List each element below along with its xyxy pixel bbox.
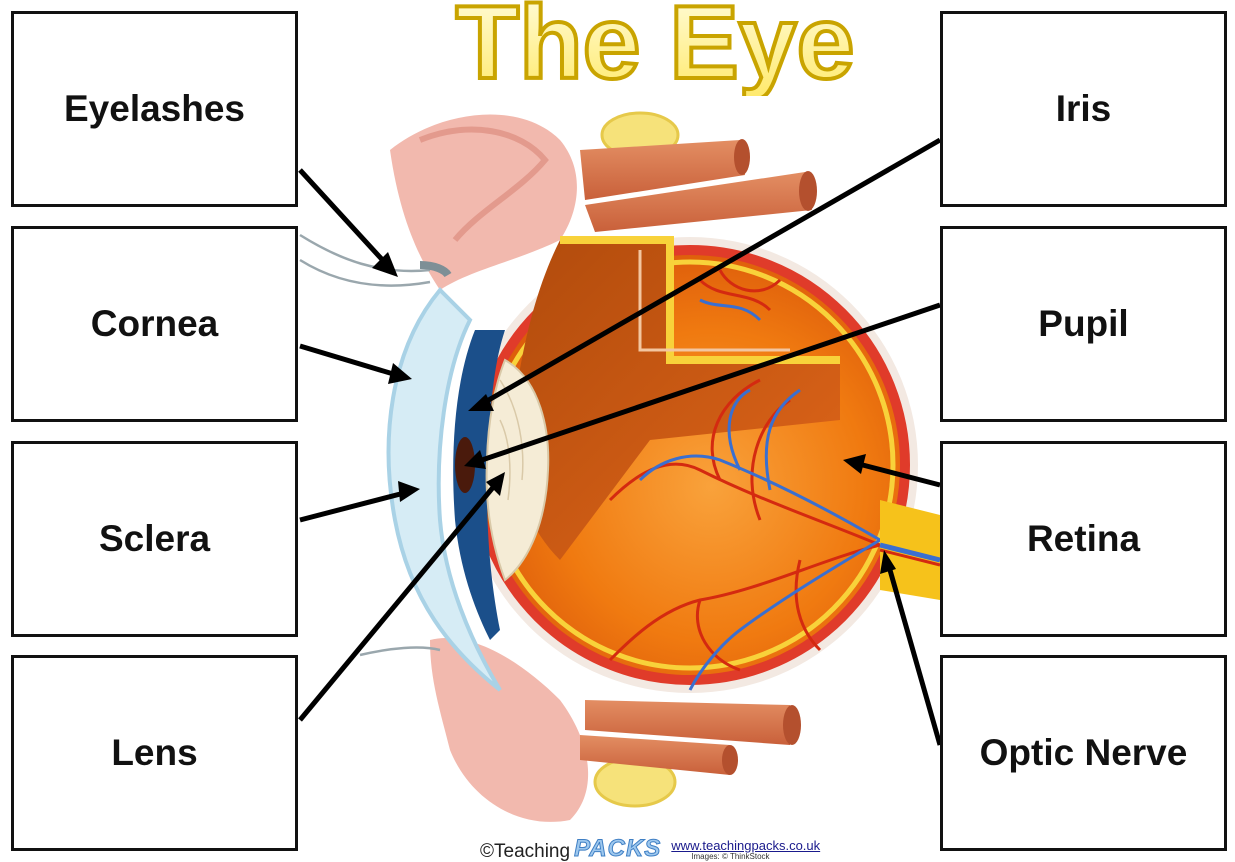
footer-image-credit: Images: © ThinkStock [691,853,820,861]
footer-copyright: ©Teaching [480,842,570,861]
page-title: The Eye [420,0,890,96]
label-sclera: Sclera [99,518,210,560]
label-retina: Retina [1027,518,1140,560]
lower-eyelid [430,638,588,822]
footer-site: www.teachingpacks.co.uk Images: © ThinkS… [671,839,820,861]
arrow-eyelashes [300,170,388,266]
label-optic-nerve: Optic Nerve [980,732,1188,774]
label-box-retina: Retina [940,441,1227,637]
footer: ©Teaching PACKS www.teachingpacks.co.uk … [480,836,820,861]
label-box-lens: Lens [11,655,298,851]
title-text: The Eye [456,0,855,96]
arrow-cornea [300,346,400,376]
label-lens: Lens [111,732,197,774]
label-iris: Iris [1056,88,1112,130]
footer-url-link[interactable]: www.teachingpacks.co.uk [671,839,820,853]
label-eyelashes: Eyelashes [64,88,245,130]
label-pupil: Pupil [1038,303,1128,345]
label-box-iris: Iris [940,11,1227,207]
footer-brand-logo: PACKS [574,837,661,861]
upper-eyelid [390,115,577,290]
label-box-cornea: Cornea [11,226,298,422]
label-box-optic-nerve: Optic Nerve [940,655,1227,851]
label-box-pupil: Pupil [940,226,1227,422]
label-box-sclera: Sclera [11,441,298,637]
label-cornea: Cornea [91,303,218,345]
label-box-eyelashes: Eyelashes [11,11,298,207]
